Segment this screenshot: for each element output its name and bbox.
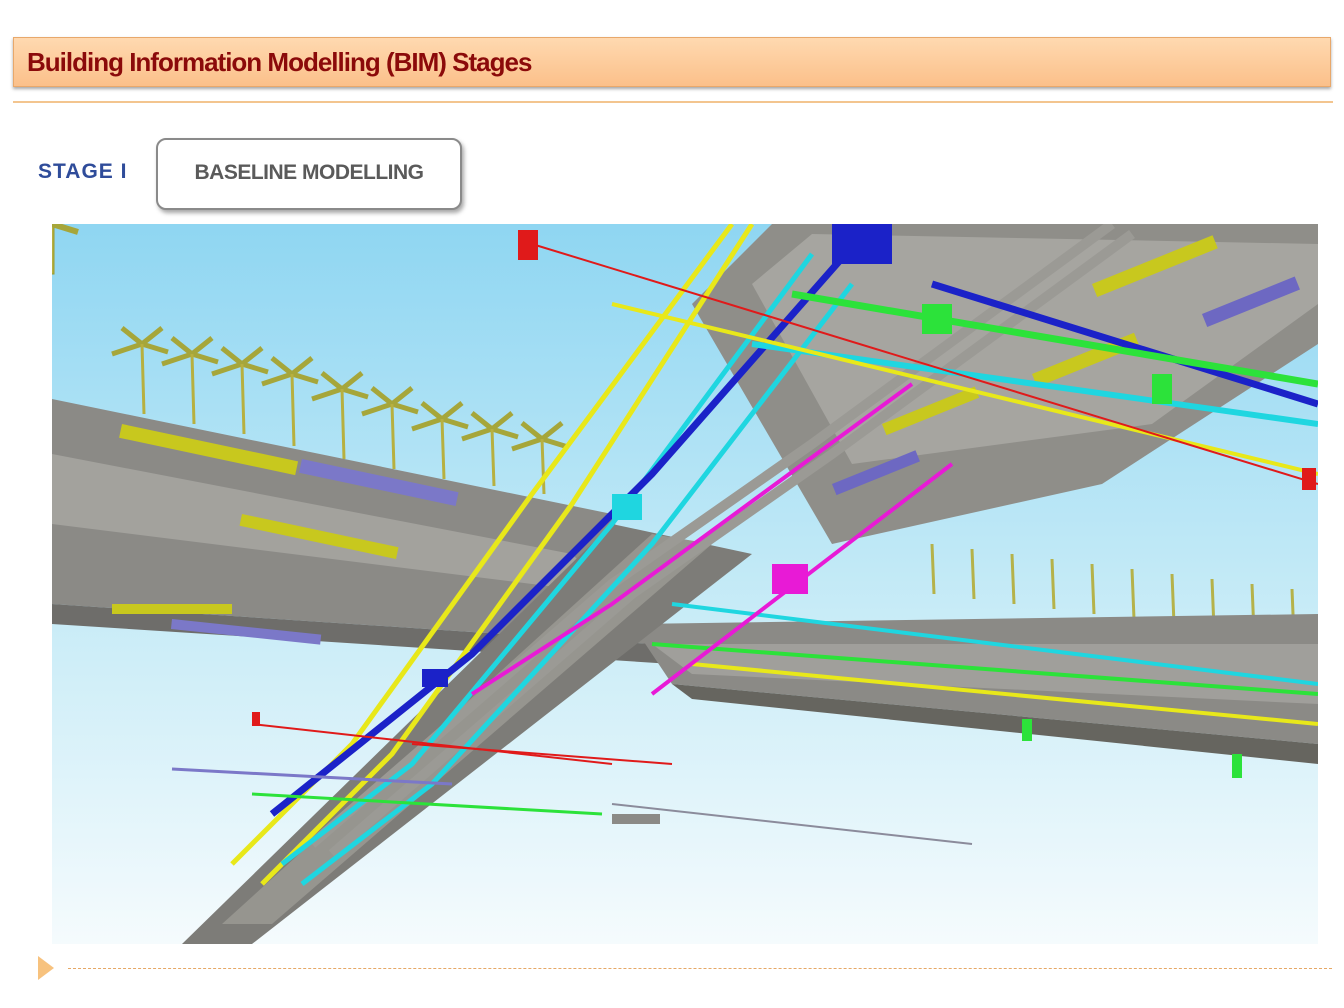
stage-name-box: BASELINE MODELLING bbox=[156, 138, 462, 210]
footer-divider bbox=[68, 968, 1332, 969]
stage-name: BASELINE MODELLING bbox=[194, 161, 424, 184]
title-divider bbox=[13, 101, 1333, 103]
page-title: Building Information Modelling (BIM) Sta… bbox=[27, 47, 532, 77]
palm-trees-left bbox=[52, 224, 79, 275]
footer-arrow-icon bbox=[38, 956, 54, 980]
stage-label: STAGE I bbox=[38, 160, 128, 183]
title-bar: Building Information Modelling (BIM) Sta… bbox=[13, 37, 1331, 87]
bim-model-image bbox=[52, 224, 1318, 944]
